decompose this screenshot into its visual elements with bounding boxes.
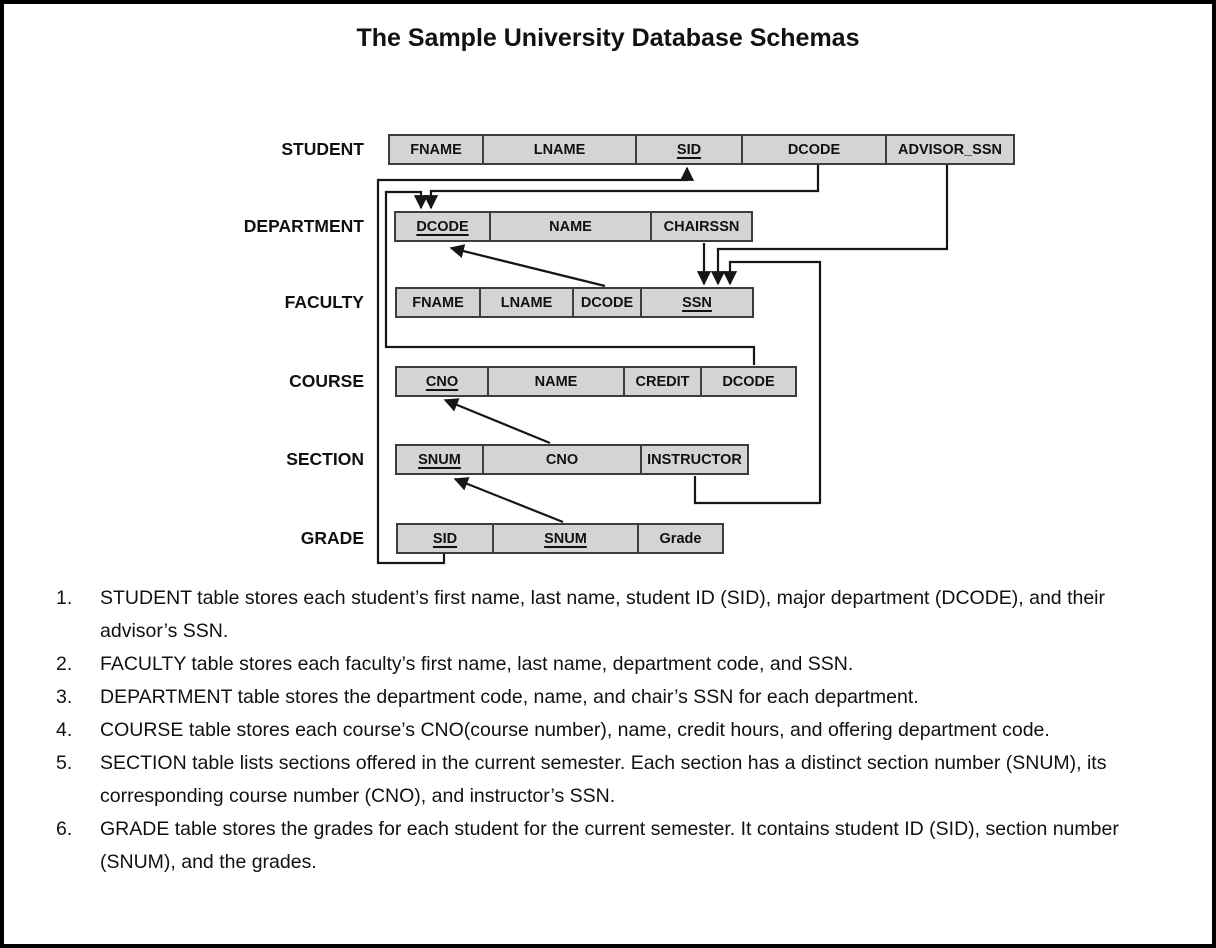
column-faculty-ssn: SSN [640, 287, 754, 318]
table-name-faculty: FACULTY [284, 292, 364, 312]
table-grade: SID SNUM Grade [396, 523, 724, 554]
list-item: 6. GRADE table stores the grades for eac… [56, 813, 1168, 879]
list-item: 1. STUDENT table stores each student’s f… [56, 582, 1168, 648]
column-student-sid: SID [635, 134, 743, 165]
column-grade-sid: SID [396, 523, 494, 554]
fk-section-cno-to-course-cno [443, 398, 551, 445]
fk-student-dcode-to-department-dcode [423, 165, 820, 210]
column-grade-grade: Grade [637, 523, 724, 554]
list-item: 5. SECTION table lists sections offered … [56, 747, 1168, 813]
fk-course-dcode-to-department-dcode [384, 190, 756, 365]
list-item: 2. FACULTY table stores each faculty’s f… [56, 648, 1168, 681]
column-course-credit: CREDIT [623, 366, 702, 397]
list-item-number: 1. [56, 587, 73, 609]
list-item-number: 2. [56, 653, 73, 675]
list-item-text: COURSE table stores each course’s CNO(co… [100, 719, 1050, 741]
column-section-snum: SNUM [395, 444, 484, 475]
column-department-chairssn: CHAIRSSN [650, 211, 753, 242]
list-item-text: STUDENT table stores each student’s firs… [100, 587, 1106, 642]
table-department: DCODE NAME CHAIRSSN [394, 211, 753, 242]
table-name-student: STUDENT [281, 139, 364, 159]
fk-section-instructor-to-faculty-ssn [693, 260, 822, 505]
column-course-cno: CNO [395, 366, 489, 397]
list-item: 3. DEPARTMENT table stores the departmen… [56, 681, 1168, 714]
column-section-cno: CNO [482, 444, 642, 475]
fk-grade-sid-to-student-sid [376, 166, 695, 565]
list-item-number: 3. [56, 686, 73, 708]
column-course-dcode: DCODE [700, 366, 797, 397]
table-section: SNUM CNO INSTRUCTOR [395, 444, 749, 475]
column-student-dcode: DCODE [741, 134, 887, 165]
column-student-lname: LNAME [482, 134, 637, 165]
table-name-grade: GRADE [300, 528, 364, 548]
list-item-text: DEPARTMENT table stores the department c… [100, 686, 919, 708]
relationship-arrows-layer [376, 165, 949, 565]
column-grade-snum: SNUM [492, 523, 639, 554]
list-item-text: GRADE table stores the grades for each s… [100, 818, 1119, 873]
table-faculty: FNAME LNAME DCODE SSN [395, 287, 754, 318]
column-department-name: NAME [489, 211, 652, 242]
schema-description-list: 1. STUDENT table stores each student’s f… [56, 582, 1168, 879]
page-title: The Sample University Database Schemas [356, 24, 860, 52]
column-student-fname: FNAME [388, 134, 484, 165]
table-name-section: SECTION [286, 449, 364, 469]
table-name-department: DEPARTMENT [243, 216, 364, 236]
list-item-number: 6. [56, 818, 73, 840]
list-item-text: FACULTY table stores each faculty’s firs… [100, 653, 854, 675]
column-section-instructor: INSTRUCTOR [640, 444, 749, 475]
fk-grade-snum-to-section-snum [453, 477, 564, 524]
list-item-number: 4. [56, 719, 73, 741]
table-course: CNO NAME CREDIT DCODE [395, 366, 797, 397]
fk-student-advisorssn-to-faculty-ssn [710, 165, 949, 286]
column-course-name: NAME [487, 366, 625, 397]
list-item: 4. COURSE table stores each course’s CNO… [56, 714, 1168, 747]
fk-faculty-dcode-to-department-dcode [449, 244, 606, 288]
column-department-dcode: DCODE [394, 211, 491, 242]
column-faculty-lname: LNAME [479, 287, 574, 318]
column-faculty-dcode: DCODE [572, 287, 642, 318]
column-student-advisor-ssn: ADVISOR_SSN [885, 134, 1015, 165]
table-name-course: COURSE [289, 371, 364, 391]
column-faculty-fname: FNAME [395, 287, 481, 318]
table-student: FNAME LNAME SID DCODE ADVISOR_SSN [388, 134, 1015, 165]
list-item-number: 5. [56, 752, 73, 774]
list-item-text: SECTION table lists sections offered in … [100, 752, 1107, 807]
